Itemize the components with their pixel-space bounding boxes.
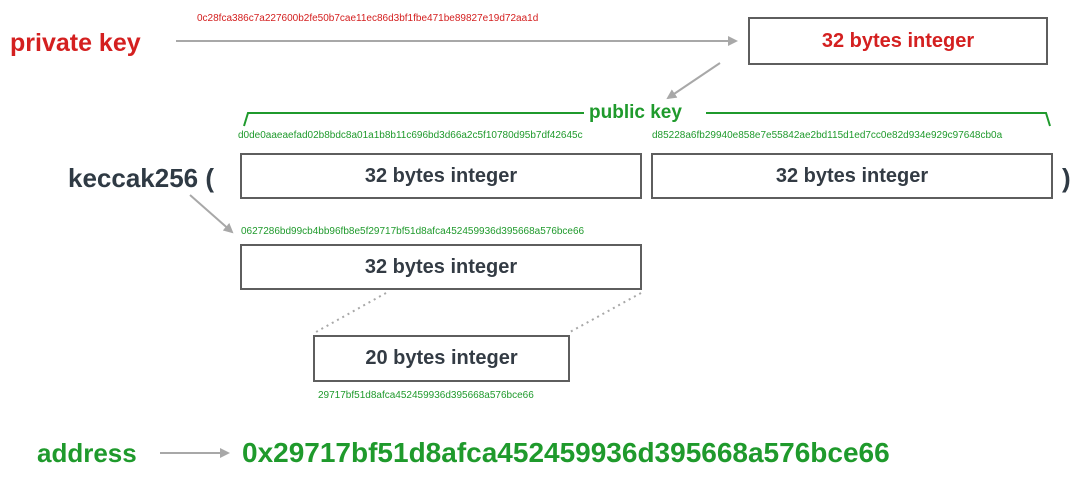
truncated-box-label: 20 bytes integer <box>365 347 518 369</box>
public-key-label: public key <box>589 102 682 123</box>
truncated-box: 20 bytes integer <box>313 335 570 382</box>
keccak-hash-box-label: 32 bytes integer <box>364 255 518 278</box>
public-key-box-right: 32 bytes integer <box>651 153 1053 199</box>
truncate-line-right <box>569 292 642 333</box>
address-label: address <box>37 438 137 468</box>
public-key-box-left: 32 bytes integer <box>240 153 642 199</box>
keccak-hash-hex: 0627286bd99cb4bb96fb8e5f29717bf51d8afca4… <box>241 226 585 237</box>
address-value: 0x29717bf51d8afca452459936d395668a576bce… <box>242 437 890 468</box>
keccak-label: keccak256 ( <box>68 163 215 193</box>
private-key-box: 32 bytes integer <box>748 17 1048 65</box>
public-key-hex-right: d85228a6fb29940e858e7e55842ae2bd115d1ed7… <box>652 130 1003 141</box>
private-to-public-arrow <box>666 62 721 100</box>
private-key-box-label: 32 bytes integer <box>821 29 975 52</box>
keccak-arrow <box>189 194 234 234</box>
keccak-hash-box: 32 bytes integer <box>240 244 642 290</box>
keccak-close-paren: ) <box>1062 163 1071 193</box>
public-key-hex-left: d0de0aaeaefad02b8bdc8a01a1b8b11c696bd3d6… <box>238 130 583 141</box>
public-key-box-left-label: 32 bytes integer <box>364 164 518 187</box>
private-key-label: private key <box>10 29 141 57</box>
public-key-box-right-label: 32 bytes integer <box>775 164 929 187</box>
public-key-bracket <box>243 112 1051 127</box>
truncated-hex: 29717bf51d8afca452459936d395668a576bce66 <box>318 390 534 401</box>
private-key-hex: 0c28fca386c7a227600b2fe50b7cae11ec86d3bf… <box>197 13 539 24</box>
truncate-line-left <box>315 292 387 333</box>
